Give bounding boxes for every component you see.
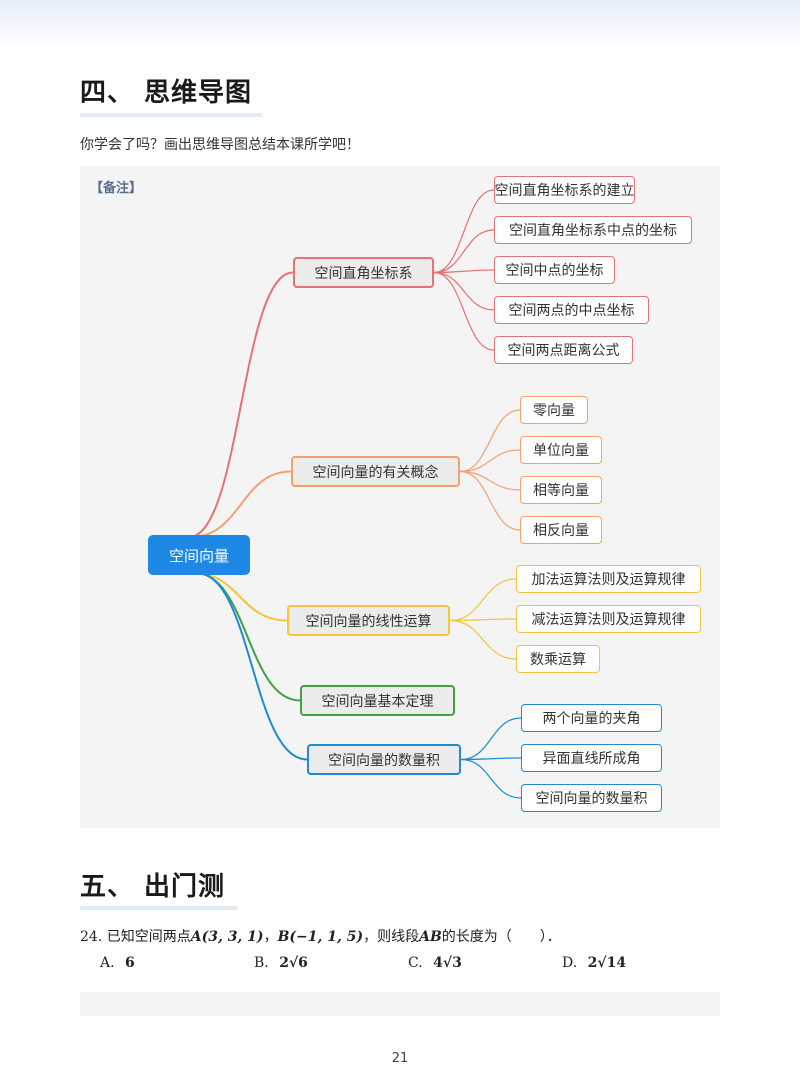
option-letter: B.: [254, 955, 269, 971]
question-24: 24. 已知空间两点A(3, 3, 1)，B(−1, 1, 5)，则线段AB的长…: [80, 926, 561, 946]
root-node[interactable]: 空间向量: [148, 535, 250, 575]
answer-area[interactable]: [80, 992, 720, 1016]
intro-text: 你学会了吗？画出思维导图总结本课所学吧！: [80, 137, 360, 153]
leaf-node[interactable]: 空间直角坐标系中点的坐标: [494, 216, 692, 244]
note-label: 【备注】: [90, 181, 143, 196]
option-letter: D.: [562, 955, 578, 971]
leaf-node[interactable]: 异面直线所成角: [521, 744, 662, 772]
option-value: 4√3: [433, 955, 462, 971]
leaf-connector: [449, 619, 517, 660]
leaf-node[interactable]: 两个向量的夹角: [521, 704, 662, 732]
leaf-connector: [459, 470, 521, 531]
leaf-connector: [459, 470, 521, 491]
section-title-exit-test: 五、 出门测: [80, 872, 226, 902]
section-title-underline: [80, 113, 262, 117]
leaf-node[interactable]: 加法运算法则及运算规律: [516, 565, 701, 593]
leaf-connector: [433, 189, 495, 274]
leaf-connector: [433, 229, 495, 274]
mindmap-panel: 【备注】 空间直角坐标系 空间直角坐标系的建立空间直角坐标系中点的坐标空间中点的坐…: [80, 166, 720, 828]
option-b[interactable]: B. 2√6: [254, 955, 308, 971]
leaf-connector: [459, 449, 521, 473]
page-number: 21: [391, 1051, 409, 1066]
section-title-mindmap: 四、 思维导图: [80, 78, 253, 108]
question-text-part: 已知空间两点: [106, 929, 191, 945]
leaf-connector: [433, 271, 495, 351]
leaf-node[interactable]: 零向量: [520, 396, 588, 424]
section-title-underline: [80, 906, 238, 910]
leaf-node[interactable]: 空间向量的数量积: [521, 784, 662, 812]
option-letter: A.: [100, 955, 115, 971]
option-value: 6: [125, 955, 135, 971]
option-letter: C.: [408, 955, 423, 971]
option-value: 2√6: [279, 955, 308, 971]
leaf-connector: [459, 409, 521, 473]
leaf-node[interactable]: 空间中点的坐标: [494, 256, 615, 284]
leaf-node[interactable]: 单位向量: [520, 436, 602, 464]
leaf-connector: [449, 618, 517, 622]
question-number: 24.: [80, 929, 103, 945]
branch-connector: [188, 271, 294, 538]
branch-node[interactable]: 空间向量的线性运算: [287, 605, 450, 636]
branch-node[interactable]: 空间向量的有关概念: [291, 456, 460, 487]
branch-node[interactable]: 空间向量的数量积: [307, 744, 461, 775]
segment-ab: AB: [419, 929, 442, 945]
question-text-part: 的长度为（ ）．: [441, 929, 561, 945]
branch-connector: [190, 470, 292, 538]
leaf-connector: [433, 269, 495, 274]
branch-connector: [194, 572, 301, 702]
leaf-node[interactable]: 减法运算法则及运算规律: [516, 605, 701, 633]
option-value: 2√14: [587, 955, 627, 971]
leaf-node[interactable]: 数乘运算: [516, 645, 600, 673]
page-header-band: [0, 0, 800, 48]
branch-node[interactable]: 空间向量基本定理: [300, 685, 455, 716]
point-a: A(3, 3, 1): [190, 929, 264, 945]
point-b: B(−1, 1, 5): [277, 929, 364, 945]
leaf-connector: [449, 578, 517, 622]
leaf-node[interactable]: 相反向量: [520, 516, 602, 544]
leaf-connector: [460, 717, 522, 761]
leaf-node[interactable]: 空间两点的中点坐标: [494, 296, 649, 324]
option-c[interactable]: C. 4√3: [408, 955, 462, 971]
branch-connector: [192, 572, 288, 622]
branch-connector: [196, 572, 308, 761]
question-text-part: ，则线段: [363, 929, 420, 945]
leaf-connector: [460, 758, 522, 799]
question-separator: ，: [263, 929, 278, 945]
leaf-connector: [460, 757, 522, 761]
leaf-connector: [433, 271, 495, 311]
option-d[interactable]: D. 2√14: [562, 955, 626, 971]
branch-node[interactable]: 空间直角坐标系: [293, 257, 434, 288]
option-a[interactable]: A. 6: [100, 955, 135, 971]
leaf-node[interactable]: 相等向量: [520, 476, 602, 504]
leaf-node[interactable]: 空间两点距离公式: [494, 336, 633, 364]
leaf-node[interactable]: 空间直角坐标系的建立: [494, 176, 635, 204]
